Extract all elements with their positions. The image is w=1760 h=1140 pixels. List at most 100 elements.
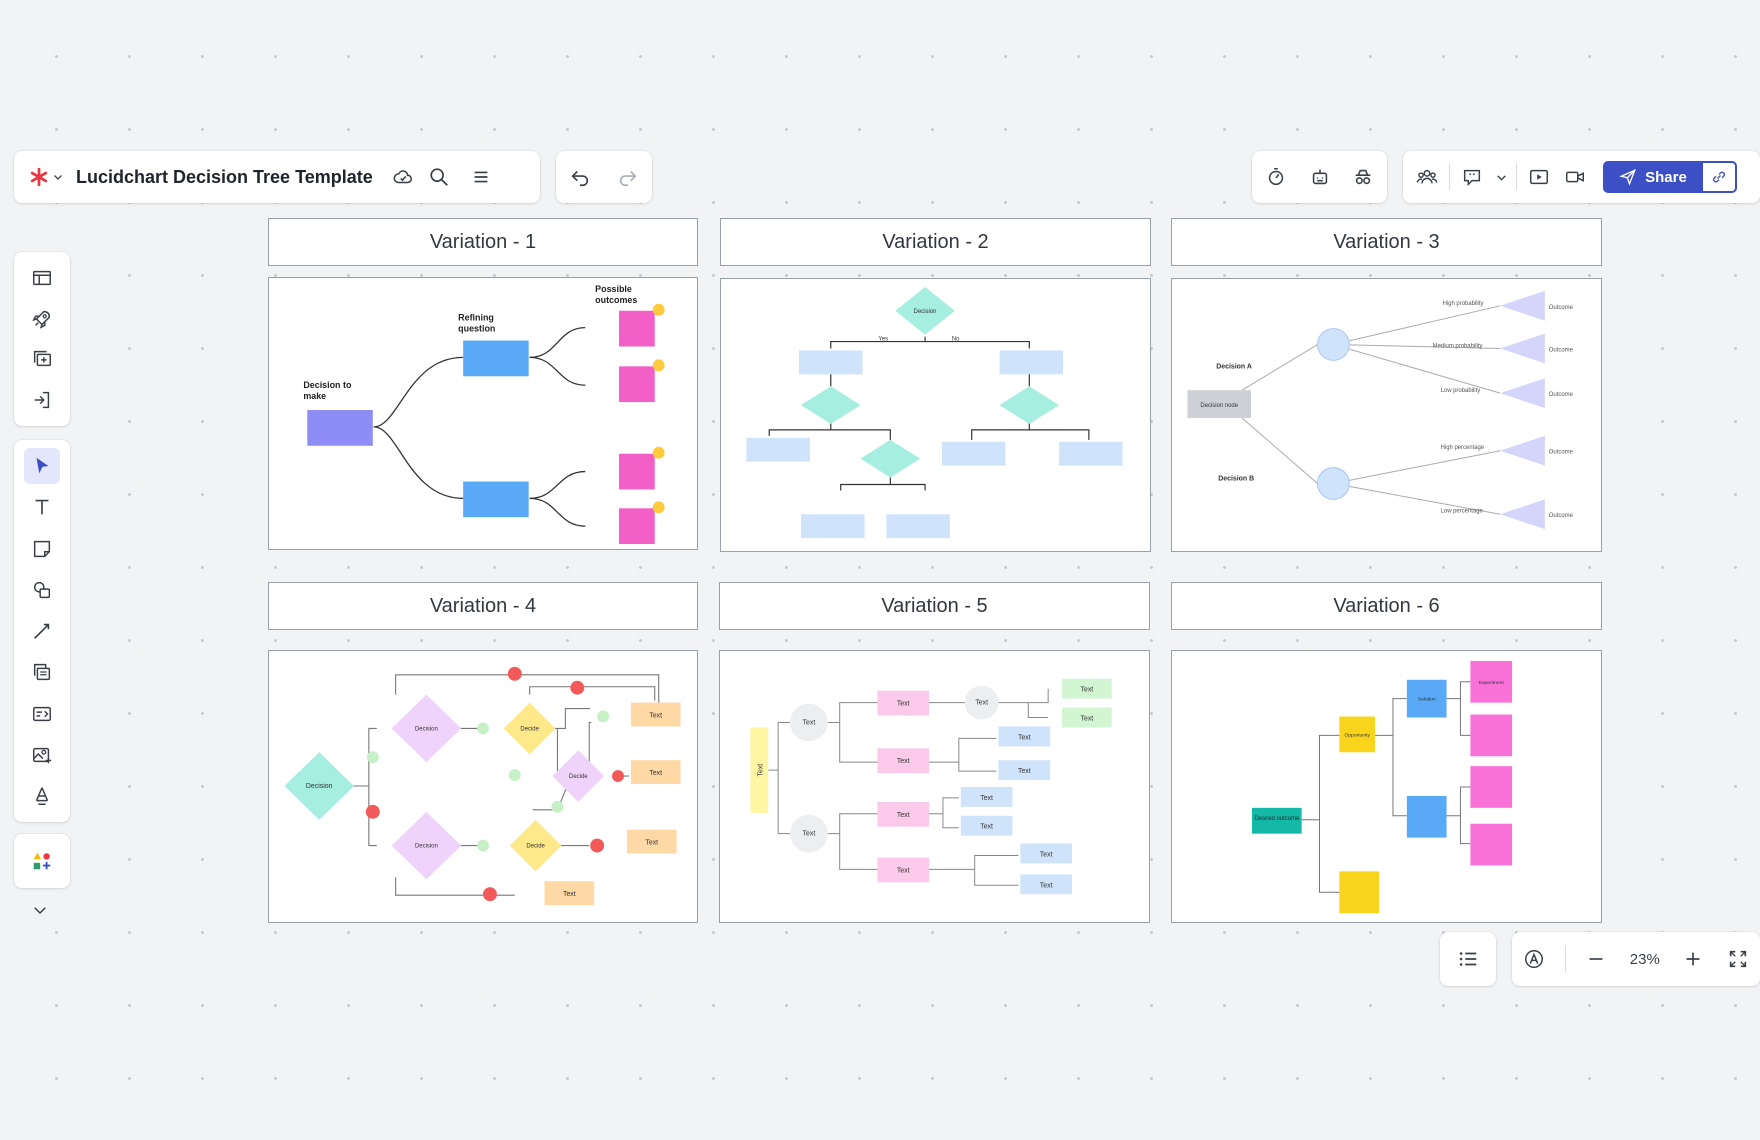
outcome-sticky-2[interactable]: [618, 366, 655, 403]
variation-3-title[interactable]: Variation - 3: [1171, 218, 1602, 266]
decision-diamond-middle[interactable]: [860, 439, 921, 478]
root-decision-diamond[interactable]: [895, 286, 955, 335]
accessibility-button[interactable]: [1516, 941, 1552, 977]
decide-diamond-bottom[interactable]: [509, 819, 562, 872]
outcome-triangle-3[interactable]: [1500, 378, 1545, 409]
variation-6-title[interactable]: Variation - 6: [1171, 582, 1602, 630]
box-leaf-3[interactable]: [1059, 441, 1123, 466]
root-text-bar[interactable]: [750, 727, 769, 813]
zoom-level[interactable]: 23%: [1629, 950, 1660, 968]
data-linking-button[interactable]: [24, 696, 60, 732]
undo-button[interactable]: [562, 159, 598, 195]
zoom-out-button[interactable]: [1578, 941, 1614, 977]
experiment-node-3[interactable]: [1470, 766, 1513, 808]
copy-link-button[interactable]: [1703, 161, 1737, 193]
private-mode-button[interactable]: [1345, 159, 1381, 195]
change-node[interactable]: [1317, 467, 1350, 500]
question-node-top[interactable]: [463, 340, 529, 377]
variation-2-title[interactable]: Variation - 2: [720, 218, 1151, 266]
root-decision-node[interactable]: [1187, 390, 1251, 418]
outcome-sticky-3[interactable]: [618, 453, 655, 490]
document-title[interactable]: Lucidchart Decision Tree Template: [76, 166, 373, 187]
import-button[interactable]: [24, 382, 60, 418]
green-leaf-1[interactable]: [1062, 678, 1112, 699]
experiment-node-2[interactable]: [1470, 714, 1513, 757]
quick-start-button[interactable]: [24, 301, 60, 337]
timer-button[interactable]: [1258, 159, 1294, 195]
box-left[interactable]: [799, 350, 863, 375]
saved-status-button[interactable]: [385, 159, 421, 195]
decision-diamond-left[interactable]: [800, 386, 861, 424]
decision-circle-bottom[interactable]: [790, 814, 828, 853]
experiment-node[interactable]: [1470, 660, 1513, 703]
solution-node[interactable]: [1406, 679, 1447, 718]
variation-6-diagram[interactable]: Desired outcome Opportunity Solution Exp…: [1171, 650, 1602, 923]
outcome-sticky-1[interactable]: [618, 310, 655, 347]
pink-node-2[interactable]: [877, 748, 930, 774]
add-frame-button[interactable]: [24, 341, 60, 377]
blue-leaf-4[interactable]: [960, 815, 1013, 836]
blue-leaf-1[interactable]: [998, 726, 1051, 747]
shape-library-button[interactable]: [24, 843, 60, 879]
chance-circle[interactable]: [964, 685, 999, 720]
strategic-node[interactable]: [1317, 328, 1350, 361]
question-node-bottom[interactable]: [463, 481, 529, 518]
box-right[interactable]: [999, 350, 1064, 375]
image-tool-button[interactable]: [24, 737, 60, 773]
box-leaf-1[interactable]: [746, 437, 810, 462]
decision-diamond-right[interactable]: [999, 386, 1060, 424]
outcome-triangle-1[interactable]: [1500, 290, 1545, 321]
search-button[interactable]: [421, 159, 457, 195]
pink-node-3[interactable]: [877, 801, 930, 827]
outcome-box-1[interactable]: [630, 702, 681, 727]
blue-leaf-6[interactable]: [1020, 874, 1072, 895]
select-tool-button[interactable]: [24, 448, 60, 484]
pink-node-4[interactable]: [877, 857, 930, 883]
video-call-button[interactable]: [1557, 159, 1593, 195]
comments-button[interactable]: [1454, 159, 1490, 195]
opportunity-node[interactable]: [1339, 716, 1376, 753]
decide-diamond-top[interactable]: [503, 702, 556, 755]
variation-4-diagram[interactable]: Decision Decision Decision Decide Decide…: [268, 650, 698, 923]
opportunity-node-2[interactable]: [1339, 871, 1380, 914]
collaborators-button[interactable]: [1409, 159, 1445, 195]
variation-2-diagram[interactable]: Yes No Decision: [720, 278, 1151, 552]
variation-5-title[interactable]: Variation - 5: [719, 582, 1150, 630]
shapes-tool-button[interactable]: [24, 572, 60, 608]
outcome-box-3[interactable]: [626, 829, 677, 854]
decision-circle-top[interactable]: [790, 703, 828, 742]
text-tool-button[interactable]: [24, 489, 60, 525]
outcome-box-4[interactable]: [544, 881, 595, 906]
redo-button[interactable]: [610, 159, 646, 195]
outcome-sticky-4[interactable]: [618, 508, 655, 545]
variation-4-title[interactable]: Variation - 4: [268, 582, 698, 630]
fit-to-screen-button[interactable]: [1720, 941, 1756, 977]
pen-tool-button[interactable]: [24, 778, 60, 814]
present-button[interactable]: [1521, 159, 1557, 195]
decide-diamond-right[interactable]: [552, 750, 605, 802]
experiment-node-4[interactable]: [1470, 823, 1513, 866]
templates-button[interactable]: [24, 260, 60, 296]
frame-tool-button[interactable]: [24, 654, 60, 690]
box-leaf-5[interactable]: [886, 514, 950, 539]
collapse-toolbar-button[interactable]: [22, 892, 58, 928]
main-menu-button[interactable]: [463, 159, 499, 195]
blue-leaf-3[interactable]: [960, 786, 1013, 807]
variation-3-diagram[interactable]: Decision node Decision A Decision B High…: [1171, 278, 1602, 552]
comments-dropdown-button[interactable]: [1490, 159, 1512, 195]
pink-node-1[interactable]: [877, 690, 930, 716]
outcome-triangle-2[interactable]: [1500, 333, 1545, 364]
lucid-logo-menu-button[interactable]: [24, 159, 68, 195]
blue-leaf-2[interactable]: [998, 760, 1051, 781]
outline-button[interactable]: [1450, 941, 1486, 977]
solution-node-2[interactable]: [1406, 795, 1447, 838]
green-leaf-2[interactable]: [1062, 707, 1112, 728]
sticky-note-tool-button[interactable]: [24, 531, 60, 567]
box-leaf-2[interactable]: [941, 441, 1006, 466]
box-leaf-4[interactable]: [800, 514, 865, 539]
collaboration-ai-button[interactable]: [1302, 159, 1338, 195]
outcome-triangle-5[interactable]: [1500, 499, 1545, 530]
zoom-in-button[interactable]: [1675, 941, 1711, 977]
outcome-box-2[interactable]: [630, 760, 681, 785]
line-tool-button[interactable]: [24, 613, 60, 649]
